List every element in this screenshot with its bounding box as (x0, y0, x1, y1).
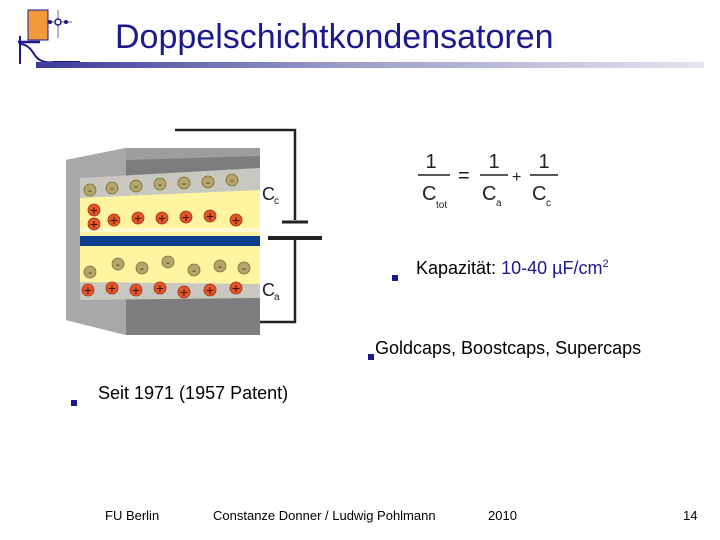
minus-ion-sign: - (182, 177, 186, 190)
plus-ion-sign: + (157, 212, 166, 225)
plus-ion-sign: + (181, 211, 190, 224)
positive-ions (81, 203, 243, 299)
plus-ion-sign: + (231, 214, 240, 227)
plus-ion-sign: + (83, 284, 92, 297)
minus-ion-sign: - (88, 184, 92, 197)
label-cc: C (262, 184, 275, 204)
label-ca: C (262, 280, 275, 300)
capacitance-formula: 1 C tot = 1 C a + 1 C c (418, 151, 558, 211)
label-ca-sub: a (274, 292, 280, 303)
capacity-label: Kapazität: (416, 258, 497, 278)
minus-ion-sign: - (158, 178, 162, 191)
lhs-numerator: 1 (425, 151, 436, 173)
plus-ion-sign: + (131, 284, 140, 297)
footer-year: 2010 (488, 508, 517, 523)
lhs-denominator: C (422, 183, 436, 205)
minus-ion-sign: - (88, 266, 92, 279)
plus-ion-sign: + (155, 282, 164, 295)
plus-ion-sign: + (89, 218, 98, 231)
plus-ion-sign: + (109, 214, 118, 227)
plus-ion-sign: + (205, 210, 214, 223)
plus-ion-sign: + (205, 284, 214, 297)
plus-ion-sign: + (133, 212, 142, 225)
minus-ion-sign: - (242, 262, 246, 275)
double-layer-diagram: C c C a +++++++++++++++-------------- (66, 128, 322, 335)
plus-ion-sign: + (179, 286, 188, 299)
minus-ion-sign: - (230, 174, 234, 187)
slide-title: Doppelschichtkondensatoren (115, 18, 554, 56)
plus-ion-sign: + (89, 204, 98, 217)
porous-upper (80, 168, 260, 198)
footer-authors: Constanze Donner / Ludwig Pohlmann (213, 508, 436, 523)
c-subscript: c (546, 198, 551, 209)
title-divider (36, 62, 704, 68)
a-numerator: 1 (488, 151, 499, 173)
capacity-line: Kapazität: 10-40 µF/cm2 (416, 258, 609, 279)
plus-sign: + (512, 169, 521, 186)
minus-ion-sign: - (110, 182, 114, 195)
c-numerator: 1 (538, 151, 549, 173)
history-line: Seit 1971 (1957 Patent) (98, 383, 289, 403)
separator (80, 236, 260, 246)
minus-ion-sign: - (140, 262, 144, 275)
product-names: Goldcaps, Boostcaps, Supercaps (375, 338, 642, 358)
c-denominator: C (532, 183, 546, 205)
bullet-marker (368, 347, 374, 365)
page-number: 14 (683, 508, 698, 523)
bullet-marker (71, 393, 77, 411)
footer-institution: FU Berlin (105, 508, 160, 523)
lhs-subscript: tot (436, 200, 447, 211)
logo (18, 9, 80, 64)
electrolyte-lower (80, 246, 260, 292)
equals-sign: = (458, 165, 470, 187)
bullet-marker (392, 268, 398, 286)
minus-ion-sign: - (134, 180, 138, 193)
plus-ion-sign: + (231, 282, 240, 295)
wire-top (175, 128, 297, 220)
a-subscript: a (496, 198, 502, 209)
negative-ions (83, 173, 251, 279)
minus-ion-sign: - (116, 258, 120, 271)
label-cc-sub: c (274, 196, 279, 207)
minus-ion-sign: - (218, 260, 222, 273)
minus-ion-sign: - (192, 264, 196, 277)
capacity-value: 10-40 µF/cm2 (501, 258, 609, 278)
a-denominator: C (482, 183, 496, 205)
plus-ion-sign: + (107, 282, 116, 295)
minus-ion-sign: - (166, 256, 170, 269)
minus-ion-sign: - (206, 176, 210, 189)
